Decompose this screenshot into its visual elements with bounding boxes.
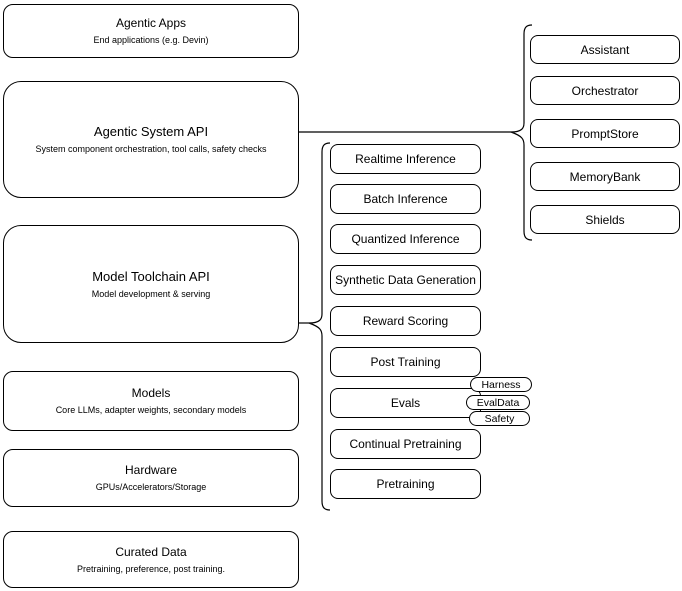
- node-agentic-system-api: Agentic System API System component orch…: [3, 81, 299, 198]
- node-curated-data-title: Curated Data: [115, 544, 187, 559]
- node-model-toolchain-api-subtitle: Model development & serving: [91, 288, 211, 299]
- node-continual-pretraining-label: Continual Pretraining: [349, 437, 462, 451]
- node-synthetic-data-generation: Synthetic Data Generation: [330, 265, 481, 295]
- node-quantized-inference-label: Quantized Inference: [351, 232, 460, 246]
- node-shields-label: Shields: [585, 212, 625, 227]
- node-continual-pretraining: Continual Pretraining: [330, 429, 481, 459]
- node-model-toolchain-api-title: Model Toolchain API: [92, 268, 210, 284]
- node-reward-scoring-label: Reward Scoring: [362, 314, 449, 328]
- node-curated-data-subtitle: Pretraining, preference, post training.: [76, 563, 226, 574]
- node-shields: Shields: [530, 205, 680, 234]
- node-batch-inference-label: Batch Inference: [363, 192, 448, 206]
- node-synthetic-data-generation-label: Synthetic Data Generation: [335, 273, 476, 287]
- node-pretraining-label: Pretraining: [376, 477, 435, 491]
- tag-evaldata-label: EvalData: [476, 396, 520, 409]
- node-orchestrator: Orchestrator: [530, 76, 680, 105]
- node-promptstore-label: PromptStore: [571, 126, 639, 141]
- tag-harness: Harness: [470, 377, 532, 392]
- node-assistant-label: Assistant: [580, 42, 630, 57]
- components-brace: [510, 24, 533, 241]
- node-agentic-apps-subtitle: End applications (e.g. Devin): [93, 35, 209, 45]
- node-pretraining: Pretraining: [330, 469, 481, 499]
- node-curated-data: Curated Data Pretraining, preference, po…: [3, 531, 299, 588]
- node-realtime-inference: Realtime Inference: [330, 144, 481, 174]
- node-promptstore: PromptStore: [530, 119, 680, 148]
- node-hardware-title: Hardware: [124, 463, 178, 477]
- node-post-training: Post Training: [330, 347, 481, 377]
- tag-evaldata: EvalData: [466, 395, 530, 410]
- node-reward-scoring: Reward Scoring: [330, 306, 481, 336]
- node-models-subtitle: Core LLMs, adapter weights, secondary mo…: [55, 405, 247, 415]
- node-hardware: Hardware GPUs/Accelerators/Storage: [3, 449, 299, 507]
- node-assistant: Assistant: [530, 35, 680, 64]
- node-memorybank: MemoryBank: [530, 162, 680, 191]
- node-model-toolchain-api: Model Toolchain API Model development & …: [3, 225, 299, 343]
- node-agentic-system-api-title: Agentic System API: [93, 124, 209, 139]
- node-quantized-inference: Quantized Inference: [330, 224, 481, 254]
- node-realtime-inference-label: Realtime Inference: [355, 152, 456, 166]
- node-batch-inference: Batch Inference: [330, 184, 481, 214]
- node-agentic-apps: Agentic Apps End applications (e.g. Devi…: [3, 4, 299, 58]
- tag-safety: Safety: [469, 411, 530, 426]
- node-agentic-system-api-subtitle: System component orchestration, tool cal…: [35, 144, 267, 154]
- node-models: Models Core LLMs, adapter weights, secon…: [3, 371, 299, 431]
- node-hardware-subtitle: GPUs/Accelerators/Storage: [95, 482, 207, 492]
- tag-harness-label: Harness: [481, 378, 521, 391]
- node-orchestrator-label: Orchestrator: [571, 83, 639, 98]
- node-memorybank-label: MemoryBank: [569, 169, 641, 184]
- node-evals: Evals: [330, 388, 481, 418]
- node-evals-label: Evals: [390, 396, 421, 410]
- toolchain-brace: [308, 142, 331, 511]
- node-agentic-apps-title: Agentic Apps: [115, 16, 187, 30]
- node-post-training-label: Post Training: [370, 355, 441, 369]
- node-models-title: Models: [131, 386, 171, 400]
- tag-safety-label: Safety: [484, 412, 515, 425]
